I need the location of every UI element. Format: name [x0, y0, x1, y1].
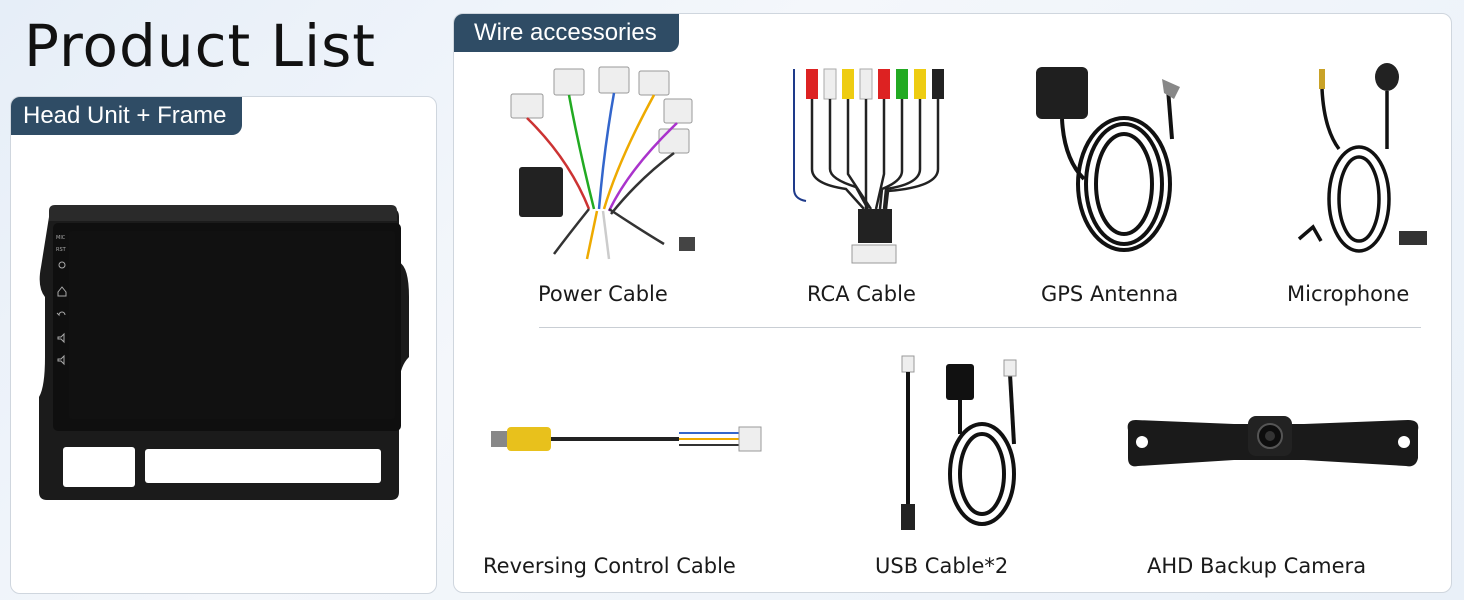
- volume-up-icon: [57, 332, 65, 344]
- usb-cable-icon: [901, 355, 1017, 530]
- backup-camera-label: AHD Backup Camera: [1147, 554, 1367, 578]
- rca-cable-icon: [793, 68, 944, 264]
- volume-down-icon: [57, 354, 65, 366]
- power-cable-label: Power Cable: [538, 282, 668, 306]
- head-unit-image: MIC RST: [39, 205, 409, 500]
- usb-cable-label: USB Cable*2: [875, 554, 1009, 578]
- wire-accessories-panel: Wire accessories Power Cable: [453, 13, 1452, 593]
- accessories-divider: [539, 327, 1421, 328]
- reversing-cable-icon: [491, 426, 762, 452]
- rst-label: RST: [56, 247, 67, 253]
- home-icon: [57, 286, 67, 297]
- rca-cable-label: RCA Cable: [807, 282, 916, 306]
- head-unit-panel: Head Unit + Frame MIC RST: [10, 96, 437, 594]
- gps-antenna-icon: [1036, 67, 1180, 252]
- wire-accessories-tab: Wire accessories: [454, 14, 679, 52]
- power-cable-icon: [510, 66, 695, 260]
- head-unit-tab: Head Unit + Frame: [11, 97, 243, 135]
- microphone-icon: [1297, 63, 1427, 253]
- back-icon: [56, 311, 66, 317]
- gps-antenna-label: GPS Antenna: [1041, 282, 1179, 306]
- microphone-label: Microphone: [1287, 282, 1410, 306]
- reversing-cable-label: Reversing Control Cable: [483, 554, 736, 578]
- page-title: Product List: [24, 12, 377, 80]
- power-icon: [58, 261, 66, 269]
- backup-camera-icon: [1127, 416, 1419, 467]
- mic-label: MIC: [56, 235, 66, 241]
